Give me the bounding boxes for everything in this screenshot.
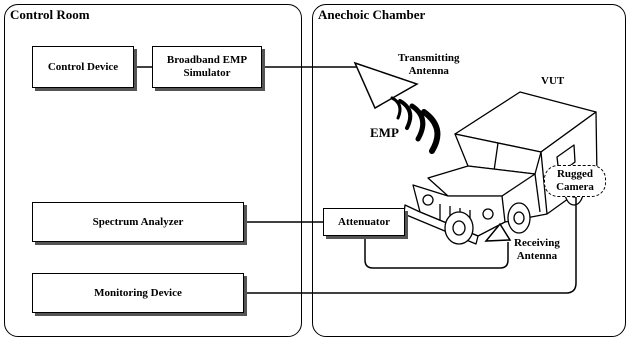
attenuator-label: Attenuator: [338, 215, 390, 228]
emp-waves-icon: [390, 96, 441, 154]
emp-label: EMP: [370, 125, 399, 140]
broadband-emp-simulator-box: Broadband EMP Simulator: [152, 46, 262, 88]
spectrum-analyzer-box: Spectrum Analyzer: [32, 202, 244, 242]
control-device-box: Control Device: [32, 46, 134, 88]
emp-simulator-label-line1: Broadband EMP: [166, 54, 248, 66]
camera-label-line2: Camera: [556, 181, 594, 193]
receiving-antenna-label: Receiving Antenna: [514, 237, 560, 263]
receiving-antenna-icon: [484, 222, 512, 242]
transmitting-antenna-icon: [353, 61, 419, 110]
emp-simulator-label-line2: Simulator: [183, 67, 231, 79]
attenuator-to-receiving-antenna-cable: [364, 234, 509, 269]
camera-label-line1: Rugged: [556, 168, 594, 180]
receiving-label-line2: Antenna: [516, 250, 558, 262]
receiving-label-line1: Receiving: [514, 237, 560, 249]
control-device-label: Control Device: [47, 60, 119, 73]
monitoring-to-camera-cable: [244, 196, 577, 294]
transmitting-label-line1: Transmitting: [398, 52, 460, 64]
spectrum-analyzer-label: Spectrum Analyzer: [92, 215, 184, 228]
attenuator-box: Attenuator: [323, 208, 405, 236]
rugged-camera-box: Rugged Camera: [544, 165, 606, 197]
anechoic-chamber-title: Anechoic Chamber: [318, 7, 426, 22]
monitoring-device-label: Monitoring Device: [94, 286, 182, 299]
transmitting-label-line2: Antenna: [408, 65, 449, 77]
transmitting-antenna-label: Transmitting Antenna: [398, 52, 460, 78]
control-room-title: Control Room: [10, 7, 90, 22]
monitoring-device-box: Monitoring Device: [32, 273, 244, 313]
vut-label: VUT: [541, 75, 565, 87]
